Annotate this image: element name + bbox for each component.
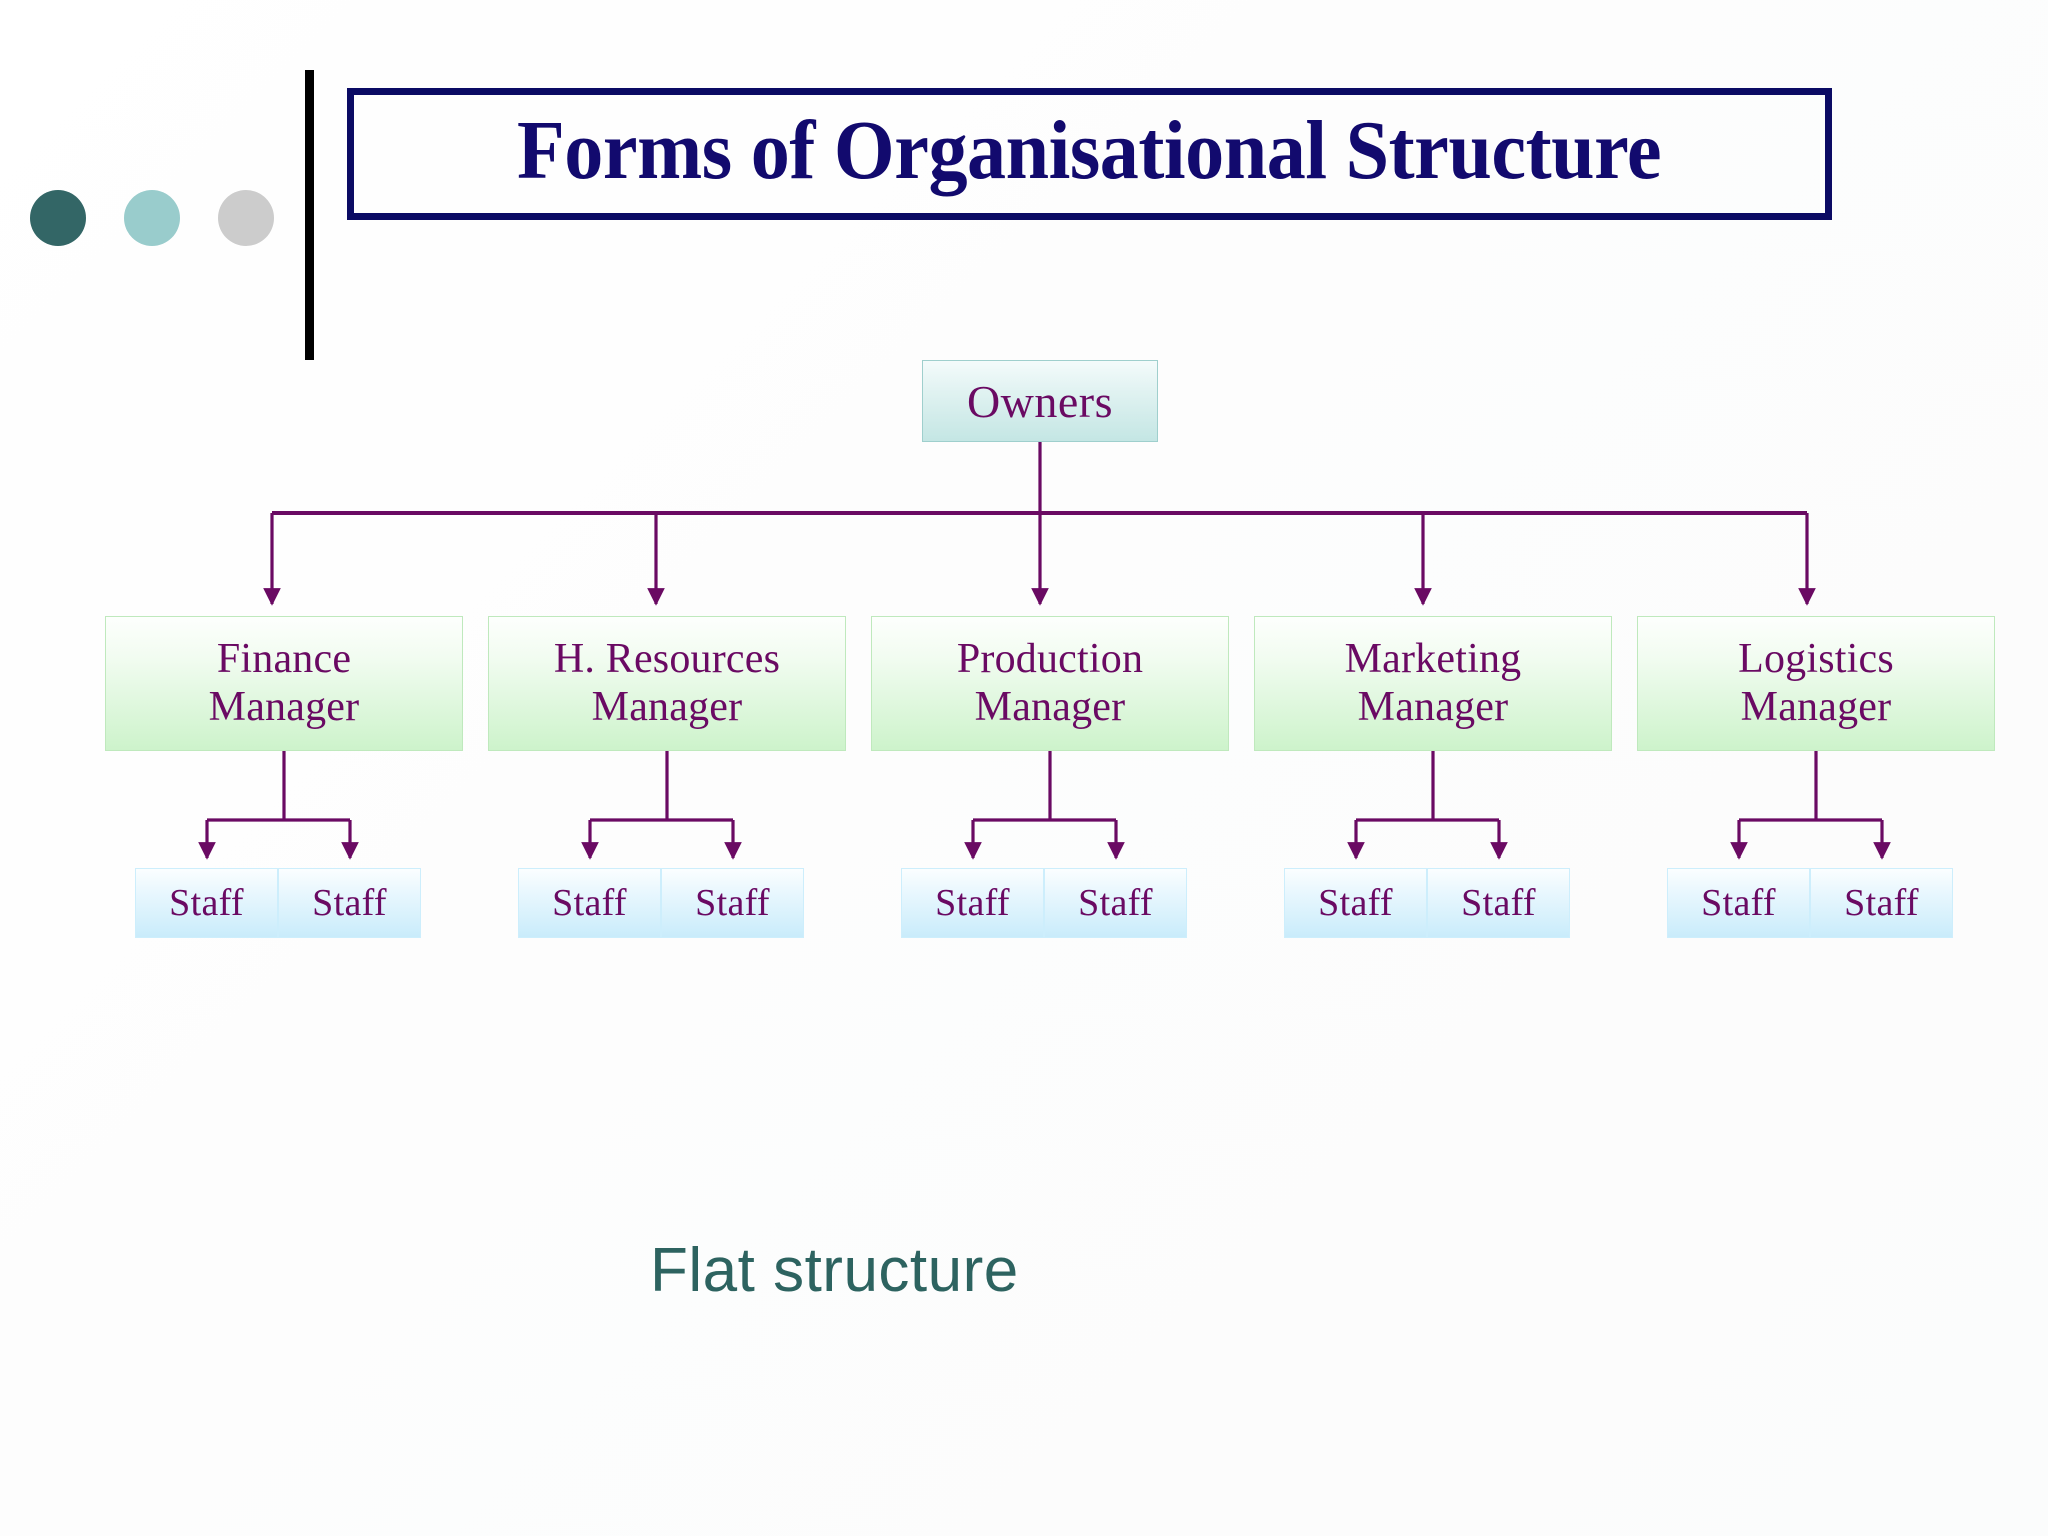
org-node-staff-label: Staff: [1461, 882, 1536, 924]
org-node-staff-label: Staff: [312, 882, 387, 924]
org-node-finance-manager[interactable]: Finance Manager: [105, 616, 463, 751]
org-node-staff[interactable]: Staff: [278, 868, 421, 938]
org-node-finance-manager-line1: Finance: [216, 636, 352, 683]
org-node-staff[interactable]: Staff: [661, 868, 804, 938]
org-node-production-manager-line2: Manager: [974, 683, 1126, 730]
org-node-staff[interactable]: Staff: [901, 868, 1044, 938]
org-node-marketing-manager-line1: Marketing: [1344, 636, 1522, 683]
org-node-staff[interactable]: Staff: [1284, 868, 1427, 938]
org-node-production-manager[interactable]: Production Manager: [871, 616, 1229, 751]
org-node-staff[interactable]: Staff: [518, 868, 661, 938]
page-title-box: Forms of Organisational Structure: [347, 88, 1832, 220]
chart-caption: Flat structure: [650, 1236, 1019, 1305]
org-node-staff-label: Staff: [935, 882, 1010, 924]
org-node-logistics-manager-line2: Manager: [1740, 683, 1892, 730]
org-node-staff[interactable]: Staff: [1044, 868, 1187, 938]
page-title: Forms of Organisational Structure: [517, 104, 1662, 197]
org-node-staff[interactable]: Staff: [1427, 868, 1570, 938]
org-node-hr-manager[interactable]: H. Resources Manager: [488, 616, 846, 751]
org-node-staff-label: Staff: [1318, 882, 1393, 924]
org-node-staff-label: Staff: [1078, 882, 1153, 924]
org-node-staff[interactable]: Staff: [135, 868, 278, 938]
decor-dot-light-teal-icon: [124, 190, 180, 246]
org-node-staff[interactable]: Staff: [1667, 868, 1810, 938]
org-node-owners[interactable]: Owners: [922, 360, 1158, 442]
org-node-staff[interactable]: Staff: [1810, 868, 1953, 938]
decor-dot-dark-teal-icon: [30, 190, 86, 246]
org-node-staff-label: Staff: [1844, 882, 1919, 924]
org-node-production-manager-line1: Production: [956, 636, 1144, 683]
decor-dot-gray-icon: [218, 190, 274, 246]
org-node-logistics-manager[interactable]: Logistics Manager: [1637, 616, 1995, 751]
org-node-hr-manager-line2: Manager: [591, 683, 743, 730]
org-node-marketing-manager[interactable]: Marketing Manager: [1254, 616, 1612, 751]
org-node-hr-manager-line1: H. Resources: [553, 636, 781, 683]
title-vertical-rule: [305, 70, 314, 360]
org-node-marketing-manager-line2: Manager: [1357, 683, 1509, 730]
org-node-staff-label: Staff: [169, 882, 244, 924]
org-node-staff-label: Staff: [552, 882, 627, 924]
org-node-finance-manager-line2: Manager: [208, 683, 360, 730]
org-node-logistics-manager-line1: Logistics: [1738, 636, 1894, 683]
org-node-owners-label: Owners: [966, 375, 1114, 427]
org-node-staff-label: Staff: [1701, 882, 1776, 924]
org-node-staff-label: Staff: [695, 882, 770, 924]
